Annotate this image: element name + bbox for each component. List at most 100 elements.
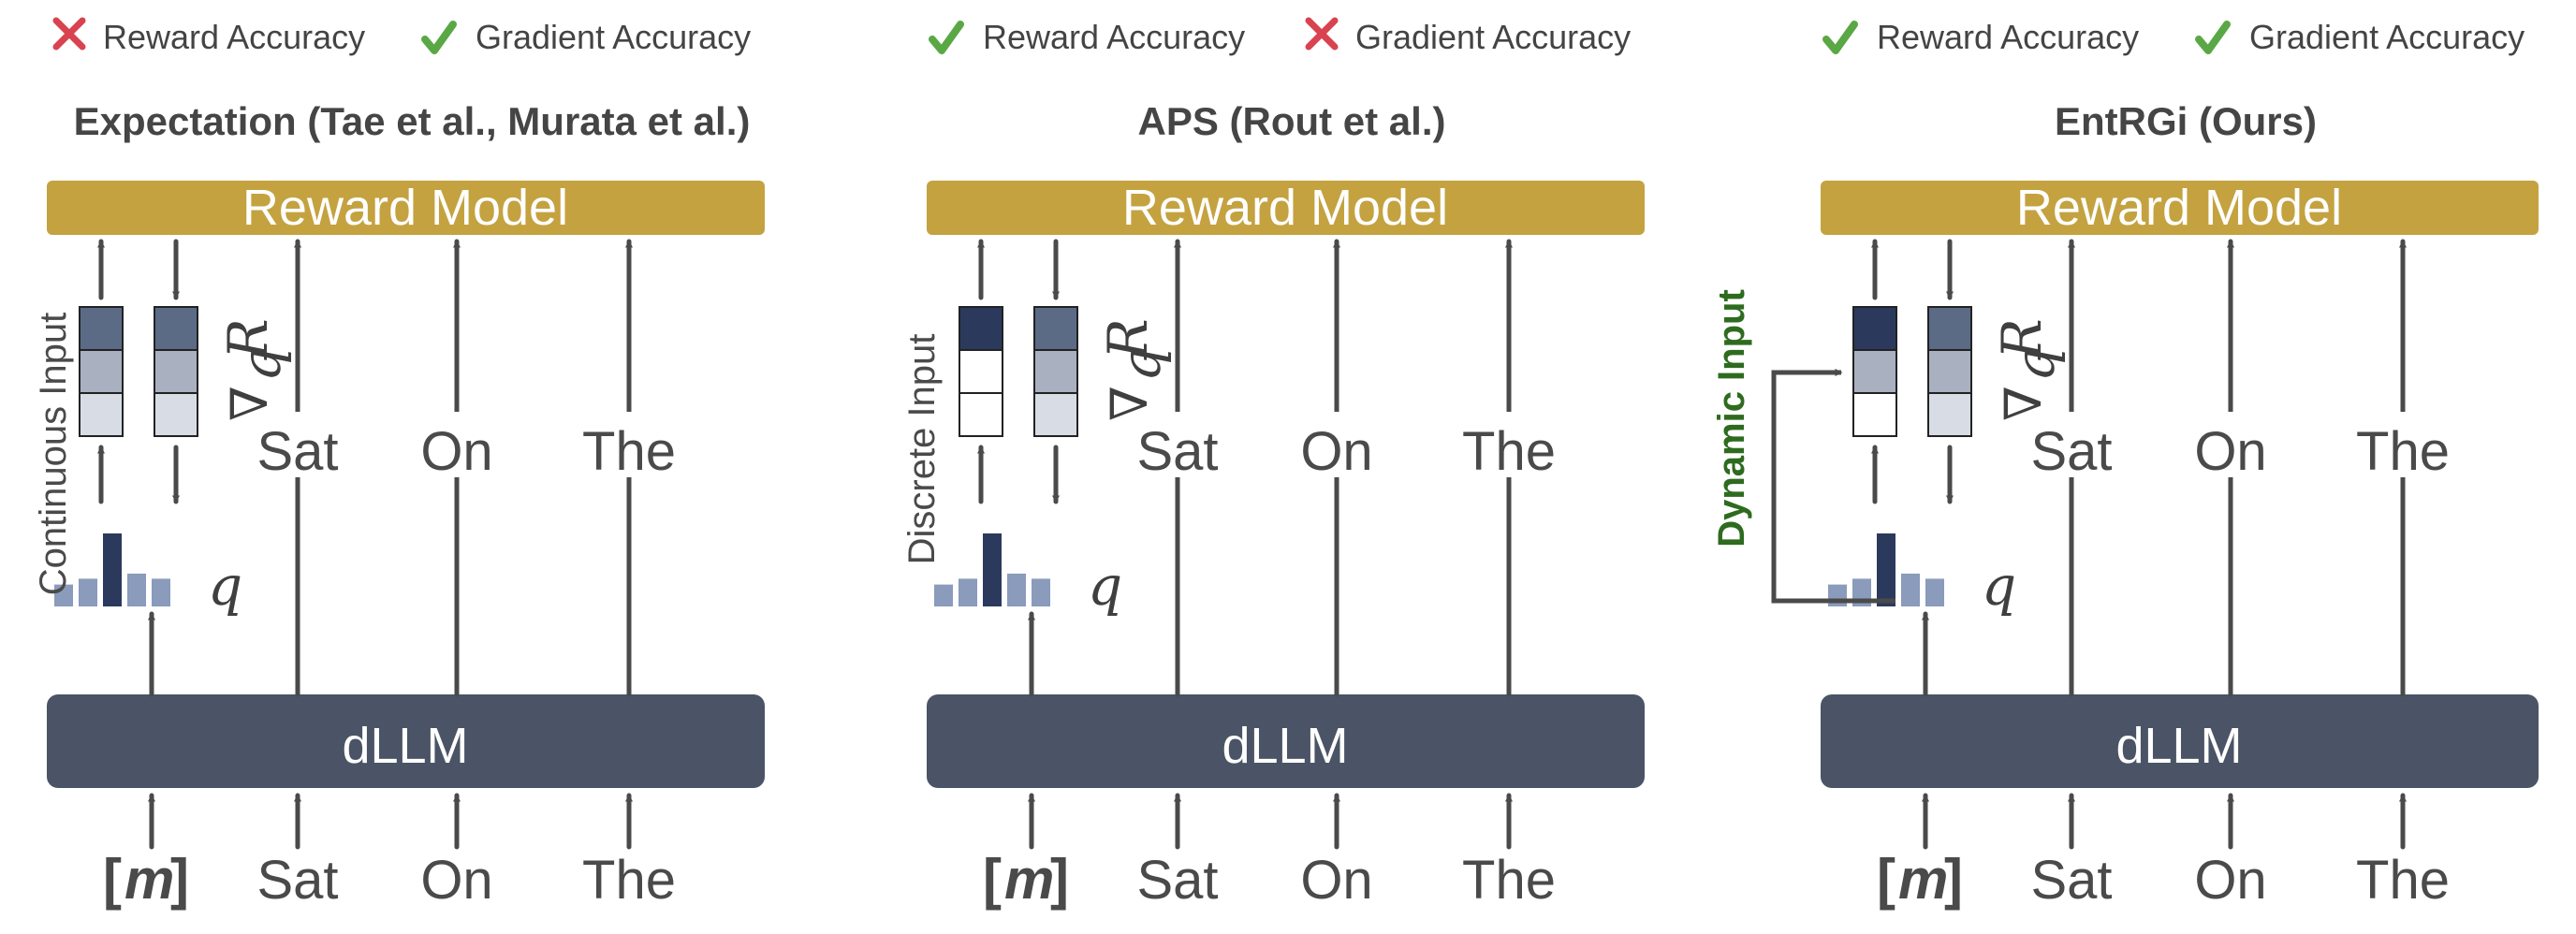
dynamic-feedback-arrow: [1771, 369, 1895, 604]
input-vector: [959, 306, 1003, 437]
mask-bracket-left: [: [983, 848, 1002, 911]
gradient-label: ∇ qR: [1990, 318, 2067, 421]
input-token: On: [420, 850, 492, 911]
dllm-label: dLLM: [342, 718, 468, 774]
token-label-bg: [1453, 412, 1565, 477]
check-icon: [2195, 21, 2231, 54]
gradient-target: R: [216, 318, 280, 360]
q-bar: [1877, 533, 1895, 606]
gradient-vector-cell: [1033, 392, 1078, 437]
output-token: The: [1462, 421, 1556, 482]
legend-gradient-accuracy: Gradient Accuracy: [1355, 18, 1631, 56]
q-bar: [959, 578, 977, 606]
gradient-nabla: ∇: [220, 386, 279, 421]
token-label-bg: [2347, 412, 2459, 477]
legend-gradient-accuracy: Gradient Accuracy: [476, 18, 751, 56]
q-bar: [1032, 578, 1050, 606]
mask-token: [m]: [1877, 848, 1963, 911]
dllm-box: [47, 694, 765, 788]
gradient-target: R: [1990, 318, 2054, 360]
q-symbol: q: [1088, 554, 1122, 618]
panel-title: APS (Rout et al.): [1137, 99, 1445, 143]
mask-bracket-right: ]: [170, 848, 189, 911]
gradient-label: ∇qR: [1096, 318, 1173, 421]
output-token: The: [2356, 421, 2450, 482]
reward-model-box: [47, 181, 765, 235]
gradient-vector-cell: [1033, 349, 1078, 394]
mask-token: [m]: [103, 848, 189, 911]
gradient-vector: [1033, 306, 1078, 437]
cross-stroke: [1305, 17, 1339, 51]
input-token: The: [582, 850, 676, 911]
mask-token: [m]: [983, 848, 1069, 911]
gradient-target: R: [1096, 318, 1160, 360]
dllm-box: [1821, 694, 2539, 788]
gradient-vector-cell: [1927, 306, 1972, 351]
q-symbol: q: [1982, 554, 2016, 618]
output-token: Sat: [2030, 421, 2112, 482]
q-symbol: q: [208, 554, 242, 618]
cross-icon: [1305, 17, 1339, 51]
output-token: The: [582, 421, 676, 482]
input-token: Sat: [256, 850, 338, 911]
gradient-vector-cell: [1033, 306, 1078, 351]
input-token: The: [1462, 850, 1556, 911]
mask-bracket-left: [: [1877, 848, 1895, 911]
input-vector: [1852, 306, 1897, 437]
gradient-vector-cell: [154, 349, 198, 394]
q-distribution: [54, 533, 170, 606]
q-bar: [1007, 573, 1026, 606]
gradient-subscript: q: [2003, 347, 2067, 382]
mask-bracket-left: [: [103, 848, 122, 911]
mask-token-symbol: m: [1898, 848, 1948, 911]
gradient-vector: [1927, 306, 1972, 437]
token-label-bg: [573, 412, 685, 477]
gradient-vector-cell: [1927, 349, 1972, 394]
gradient-nabla: ∇: [1994, 386, 2053, 421]
token-label-bg: [1121, 412, 1234, 477]
gradient-vector-cell: [1927, 392, 1972, 437]
cross-icon: [52, 17, 86, 51]
q-bar: [54, 584, 73, 606]
q-bar: [103, 533, 122, 606]
mask-token-symbol: m: [1004, 848, 1054, 911]
token-label-bg: [1281, 412, 1393, 477]
mask-bracket-right: ]: [1050, 848, 1069, 911]
input-vector-cell: [79, 306, 124, 351]
reward-model-box: [927, 181, 1645, 235]
gradient-vector-cell: [154, 306, 198, 351]
input-vector-cell: [79, 392, 124, 437]
q-bar: [1925, 578, 1944, 606]
mask-token-symbol: m: [124, 848, 174, 911]
output-token: On: [420, 421, 492, 482]
dllm-label: dLLM: [1222, 718, 1348, 774]
input-vector-cell: [1852, 306, 1897, 351]
reward-model-box: [1821, 181, 2539, 235]
input-token: The: [2356, 850, 2450, 911]
reward-model-label: Reward Model: [2016, 180, 2342, 236]
q-bar: [983, 533, 1002, 606]
dllm-box: [927, 694, 1645, 788]
token-label-bg: [2174, 412, 2287, 477]
input-vector-cell: [959, 306, 1003, 351]
output-token: On: [1300, 421, 1372, 482]
token-label-bg: [2015, 412, 2128, 477]
input-vector-cell: [1852, 392, 1897, 437]
input-mode-label: Continuous Input: [33, 313, 74, 595]
input-vector-cell: [959, 392, 1003, 437]
q-bar: [934, 584, 953, 606]
token-label-bg: [242, 412, 354, 477]
input-mode-label: Dynamic Input: [1711, 289, 1752, 547]
legend-reward-accuracy: Reward Accuracy: [1877, 18, 2139, 56]
reward-model-label: Reward Model: [242, 180, 568, 236]
input-token: Sat: [1136, 850, 1218, 911]
panel-title: EntRGi (Ours): [2055, 99, 2317, 143]
gradient-nabla: ∇: [1100, 386, 1159, 421]
cross-stroke: [52, 17, 86, 51]
